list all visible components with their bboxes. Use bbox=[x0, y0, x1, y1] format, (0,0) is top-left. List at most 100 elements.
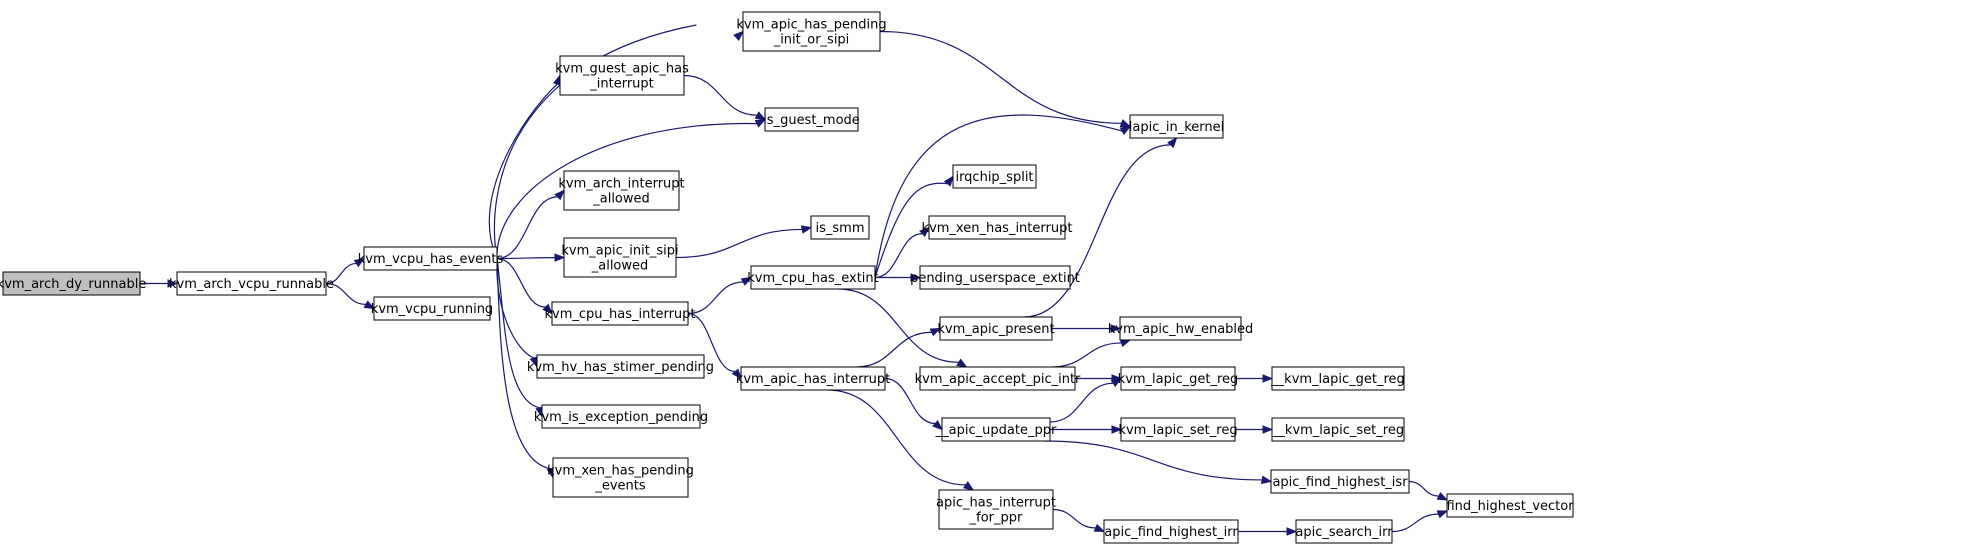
edge-n15-n20 bbox=[875, 273, 922, 282]
function-node[interactable]: is_smm bbox=[810, 215, 870, 240]
function-node[interactable]: lapic_in_kernel bbox=[1129, 114, 1224, 139]
node-box bbox=[373, 296, 491, 321]
node-box bbox=[740, 366, 886, 391]
function-node[interactable]: kvm_xen_has_pending_events bbox=[547, 457, 694, 498]
function-node[interactable]: kvm_cpu_has_interrupt bbox=[545, 301, 696, 326]
edge-line bbox=[683, 74, 758, 116]
node-box bbox=[1295, 519, 1393, 544]
function-node[interactable]: kvm_apic_has_pending_init_or_sipi bbox=[736, 11, 887, 52]
function-node[interactable]: kvm_vcpu_running bbox=[371, 296, 493, 321]
function-node[interactable]: find_highest_vector bbox=[1446, 493, 1574, 518]
node-label: kvm_apic_present bbox=[937, 322, 1054, 337]
function-node[interactable]: apic_has_interrupt_for_ppr bbox=[936, 489, 1056, 530]
node-box bbox=[938, 489, 1054, 530]
edge-n3-n8 bbox=[496, 189, 565, 260]
function-node[interactable]: kvm_arch_interrupt_allowed bbox=[558, 170, 685, 211]
function-node[interactable]: apic_find_highest_isr bbox=[1270, 469, 1410, 494]
node-label: kvm_hv_has_stimer_pending bbox=[527, 360, 714, 375]
edge-line bbox=[874, 114, 1123, 278]
node-box bbox=[551, 301, 689, 326]
node-label: _events bbox=[594, 479, 646, 494]
edge-line bbox=[496, 257, 546, 308]
node-label: is_guest_mode bbox=[763, 113, 860, 128]
node-label: kvm_is_exception_pending bbox=[534, 410, 708, 425]
edge-arrowhead bbox=[733, 30, 745, 42]
function-node[interactable]: apic_search_irr bbox=[1295, 519, 1393, 544]
node-label: _allowed bbox=[591, 259, 649, 274]
node-box bbox=[1120, 417, 1236, 442]
function-node[interactable]: kvm_is_exception_pending bbox=[534, 404, 708, 429]
node-box bbox=[1270, 469, 1410, 494]
edge-arrowhead bbox=[929, 327, 942, 337]
edge-n3-n5 bbox=[493, 24, 745, 259]
function-node[interactable]: __kvm_lapic_get_reg bbox=[1270, 366, 1405, 391]
function-node[interactable]: irqchip_split bbox=[952, 164, 1037, 189]
edge-arrowhead bbox=[1286, 527, 1298, 536]
node-label: _for_ppr bbox=[969, 511, 1023, 526]
function-node[interactable]: kvm_lapic_get_reg bbox=[1118, 366, 1239, 391]
function-node[interactable]: kvm_apic_hw_enabled bbox=[1108, 316, 1254, 341]
function-node[interactable]: kvm_vcpu_has_events bbox=[358, 246, 504, 271]
edge-n16-n24 bbox=[827, 389, 975, 491]
edge-n3-n6 bbox=[488, 74, 561, 259]
node-label: kvm_lapic_get_reg bbox=[1118, 372, 1239, 387]
function-node[interactable]: kvm_apic_init_sipi_allowed bbox=[561, 237, 679, 278]
edge-line bbox=[856, 331, 932, 368]
node-label: _allowed bbox=[592, 192, 650, 207]
edge-n23-n27 bbox=[1050, 425, 1123, 434]
node-box bbox=[176, 271, 327, 296]
edge-n29-n30 bbox=[1238, 527, 1298, 536]
node-label: kvm_apic_accept_pic_intr bbox=[915, 372, 1081, 387]
edge-line bbox=[1391, 513, 1439, 533]
function-node[interactable]: apic_find_highest_irr bbox=[1103, 519, 1239, 544]
node-box bbox=[764, 107, 859, 132]
edge-n16-n23 bbox=[884, 377, 944, 431]
edge-line bbox=[874, 233, 923, 279]
node-label: kvm_vcpu_has_events bbox=[358, 252, 504, 267]
edge-line bbox=[1052, 508, 1096, 529]
edge-line bbox=[496, 258, 540, 409]
function-node[interactable]: kvm_cpu_has_extint bbox=[747, 265, 879, 290]
edge-line bbox=[827, 389, 966, 486]
edge-n15-n17 bbox=[874, 114, 1132, 278]
function-node[interactable]: kvm_apic_present bbox=[937, 316, 1055, 341]
edge-n21-n17 bbox=[1023, 136, 1178, 318]
function-node[interactable]: kvm_apic_accept_pic_intr bbox=[915, 366, 1081, 391]
function-node[interactable]: is_guest_mode bbox=[763, 107, 860, 132]
edge-arrowhead bbox=[1167, 136, 1178, 148]
edge-arrowhead bbox=[167, 279, 179, 288]
edge-arrowhead bbox=[1262, 374, 1274, 383]
node-box bbox=[810, 215, 870, 240]
function-node[interactable]: kvm_arch_vcpu_runnable bbox=[169, 271, 334, 296]
function-node[interactable]: kvm_apic_has_interrupt bbox=[736, 366, 890, 391]
edge-line bbox=[493, 24, 697, 259]
edge-arrowhead bbox=[956, 358, 968, 368]
node-box bbox=[928, 215, 1066, 240]
function-node[interactable]: kvm_guest_apic_has_interrupt bbox=[555, 55, 689, 96]
function-node[interactable]: kvm_lapic_set_reg bbox=[1118, 417, 1238, 442]
function-node[interactable]: kvm_hv_has_stimer_pending bbox=[527, 354, 714, 379]
function-node[interactable]: kvm_xen_has_interrupt bbox=[922, 215, 1073, 240]
node-label: apic_find_highest_isr bbox=[1272, 475, 1408, 490]
edge-n23-n28 bbox=[1043, 440, 1273, 484]
function-node[interactable]: __kvm_lapic_set_reg bbox=[1271, 417, 1405, 442]
function-node[interactable]: pending_userspace_extint bbox=[910, 265, 1080, 290]
node-label: __kvm_lapic_set_reg bbox=[1271, 423, 1404, 438]
edge-arrowhead bbox=[1436, 492, 1449, 501]
edge-n10-n15 bbox=[687, 276, 753, 315]
edge-arrowhead bbox=[943, 175, 954, 187]
edge-n5-n17 bbox=[879, 30, 1132, 128]
edge-line bbox=[325, 282, 367, 305]
node-box bbox=[563, 170, 680, 211]
node-box bbox=[541, 404, 701, 429]
edge-n3-n7 bbox=[496, 118, 767, 259]
edge-line bbox=[1049, 382, 1114, 423]
edge-line bbox=[687, 312, 736, 373]
edge-line bbox=[1023, 144, 1171, 318]
node-label: apic_find_highest_irr bbox=[1104, 525, 1238, 540]
edge-n27-n32 bbox=[1235, 425, 1274, 434]
function-node[interactable]: __apic_update_ppr bbox=[935, 417, 1057, 442]
edge-n1-n2 bbox=[140, 279, 179, 288]
root-node[interactable]: kvm_arch_dy_runnable bbox=[0, 271, 146, 296]
